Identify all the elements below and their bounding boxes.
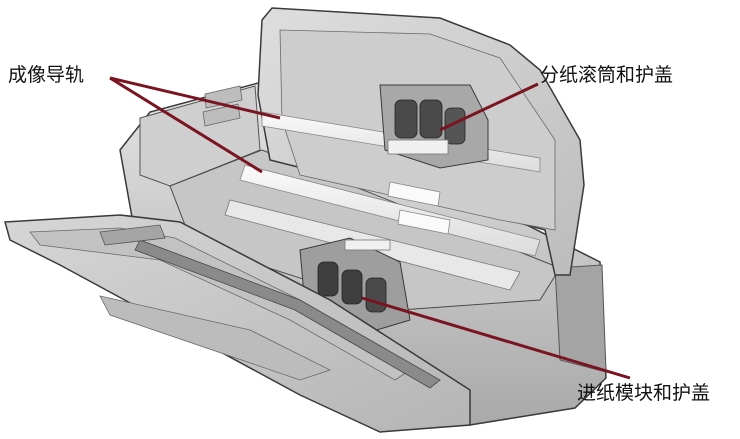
leader-imaging-guide-lower (109, 76, 263, 174)
leader-feed-module (361, 296, 631, 380)
feed-module-label: 进纸模块和护盖 (577, 382, 711, 404)
imaging-guides-label: 成像导轨 (8, 64, 85, 86)
leader-imaging-guide-upper (109, 76, 281, 120)
leader-separation-roller (439, 82, 539, 132)
separation-roller-assembly (379, 84, 489, 169)
leader-lines (109, 76, 631, 380)
separation-roller-label: 分纸滚筒和护盖 (540, 64, 674, 86)
input-tray (4, 214, 471, 433)
